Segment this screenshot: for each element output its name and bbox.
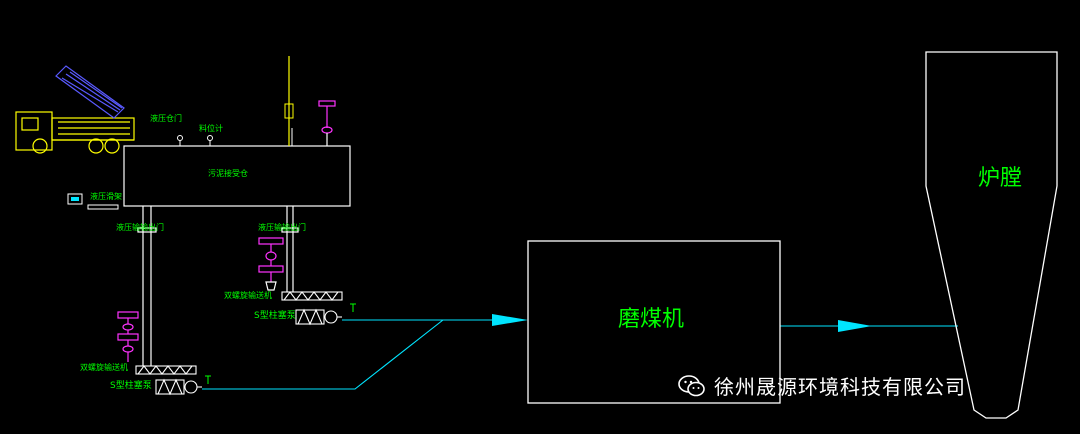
left-chute [137,206,157,366]
sludge-bin [123,145,351,207]
label-hyd-out-gate-right: 液压输输出门 [258,223,306,232]
left-sensor-icon [205,375,211,384]
right-sensor-icon [350,303,356,312]
right-chute [281,206,299,292]
hydraulic-slide-icon [67,193,119,210]
wechat-icon [678,374,705,396]
label-hyd-out-gate-left: 液压输输出门 [116,223,164,232]
label-furnace: 炉膛 [978,166,1023,191]
right-screw-conveyor [281,291,343,301]
label-sc-pump-right: S型柱塞泵 [254,311,296,321]
watermark-text: 徐州晟源环境科技有限公司 [714,375,966,399]
watermark: 徐州晟源环境科技有限公司 [678,371,966,400]
label-coal-mill: 磨煤机 [618,307,685,332]
left-s-pump [155,378,202,396]
furnace [925,51,1058,419]
label-twin-screw-conv-left: 双螺旋输送机 [80,363,128,372]
label-level-meter: 料位计 [199,124,223,133]
level-meter-icon [284,56,294,146]
top-valve-icon [318,100,336,146]
flow-lines [202,319,958,390]
truck-dump-body [55,65,125,119]
label-sc-pump-left: S型柱塞泵 [110,381,152,391]
flow-arrow-to-mill [492,314,528,326]
label-hydraulic-slide: 液压滑架 [90,192,122,201]
flow-arrow-to-furnace [838,320,872,332]
coal-mill [527,240,781,404]
left-valve-stack-icon [117,311,139,362]
right-valve-stack-icon [258,237,284,291]
right-s-pump [295,308,342,326]
left-screw-conveyor [135,365,197,375]
label-hydraulic-gate: 液压仓门 [150,114,182,123]
label-sludge-bin: 污泥接受仓 [208,169,248,178]
dump-truck [15,111,135,154]
label-twin-screw-conv-right: 双螺旋输送机 [224,291,272,300]
